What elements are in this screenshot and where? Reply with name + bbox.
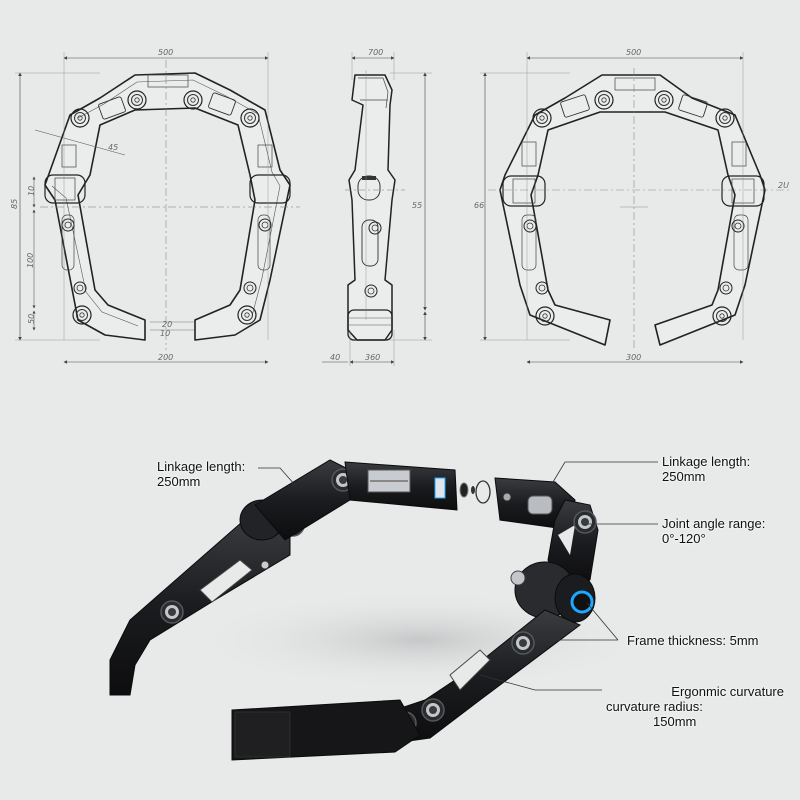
front-top-width: 500 <box>158 48 173 57</box>
side-view-drawing: 700 55 40 360 <box>322 48 432 366</box>
rear-bottom-width: 300 <box>626 353 641 362</box>
engineering-drawings: 45 500 200 85 10 100 50 20 10 <box>10 48 790 366</box>
callout-curvature-line1: Ergonmic curvature <box>671 684 784 699</box>
front-angle-label: 45 <box>108 143 118 152</box>
side-bottom-width: 360 <box>365 353 380 362</box>
callout-joint-angle-line2: 0°-120° <box>662 531 706 546</box>
callout-linkage-length-left: Linkage length: 250mm <box>157 459 245 489</box>
callout-joint-angle-line1: Joint angle range: <box>662 516 766 531</box>
callout-curvature-line3: 150mm <box>653 714 697 729</box>
callout-linkage-right-line1: Linkage length: <box>662 454 751 469</box>
callout-frame-thickness: Frame thickness: 5mm <box>627 633 758 648</box>
callout-linkage-right-line2: 250mm <box>662 469 706 484</box>
callout-linkage-left-line1: Linkage length: <box>157 459 246 474</box>
product-render <box>109 459 658 761</box>
front-seg-mid: 100 <box>26 253 35 268</box>
front-bottom-width: 200 <box>158 353 173 362</box>
rear-view-drawing: 2U 500 300 66 <box>474 48 790 364</box>
side-bottom-left: 40 <box>330 353 340 362</box>
callout-curvature-line2: curvature radius: <box>606 699 703 714</box>
front-overall-height: 85 <box>10 199 19 209</box>
side-top-width: 700 <box>368 48 383 57</box>
callout-linkage-left-line2: 250mm <box>157 474 201 489</box>
front-seg-lower: 50 <box>27 314 36 324</box>
callout-lines <box>258 461 658 691</box>
front-view-drawing: 45 500 200 85 10 100 50 20 10 <box>10 48 300 364</box>
callout-frame-thickness-line1: Frame thickness: 5mm <box>627 633 759 648</box>
rear-top-width: 500 <box>626 48 641 57</box>
rear-overall-height: 66 <box>474 201 484 210</box>
side-height: 55 <box>412 201 422 210</box>
rear-side-note: 2U <box>778 181 789 190</box>
front-seg-upper: 10 <box>27 186 36 196</box>
front-gap-b: 10 <box>160 329 170 338</box>
callout-linkage-length-right: Linkage length: 250mm <box>662 454 750 484</box>
front-gap-a: 20 <box>162 320 172 329</box>
callout-curvature: Ergonmic curvature curvature radius: 150… <box>606 684 784 729</box>
callout-joint-angle: Joint angle range: 0°-120° <box>662 516 765 546</box>
